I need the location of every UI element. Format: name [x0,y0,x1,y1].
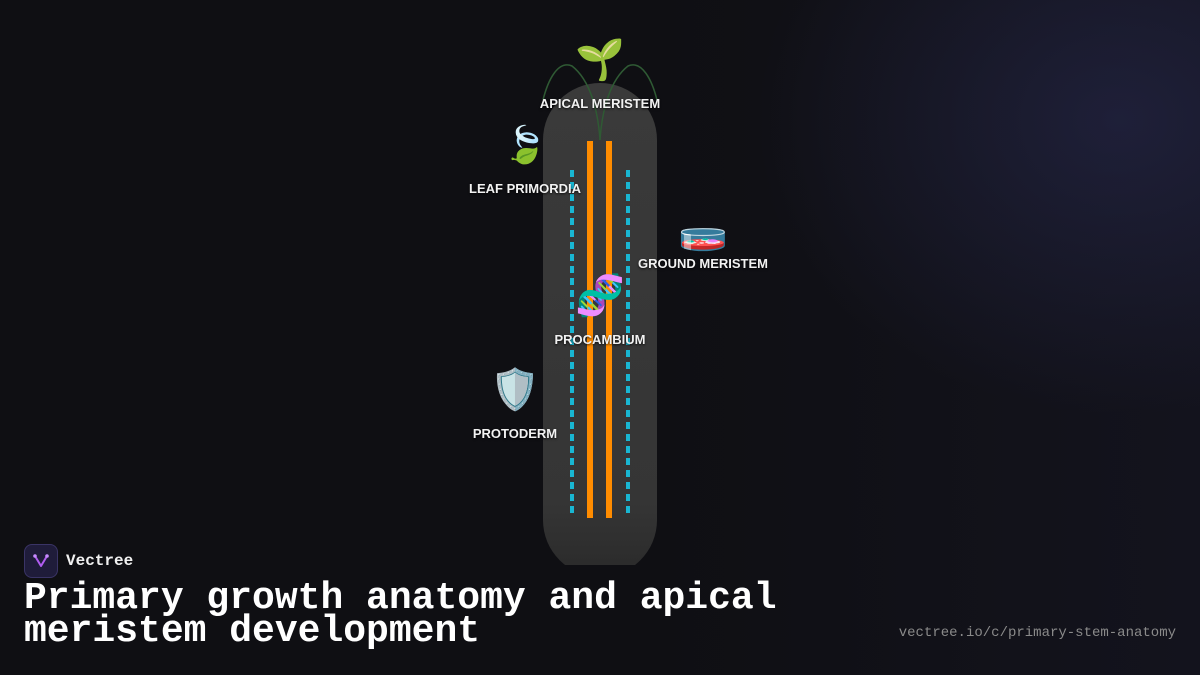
label-protoderm: PROTODERM [472,426,558,441]
page-title: Primary growth anatomy and apical merist… [24,577,777,653]
stem-body [543,83,657,577]
brand-name: Vectree [66,552,134,570]
shield-icon: 🛡️ [490,367,540,413]
label-ground-meristem: GROUND MERISTEM [638,256,768,271]
dna-icon: 🧬 [575,273,625,319]
label-leaf-primordia: LEAF PRIMORDIA [469,181,581,196]
label-apical-meristem: APICAL MERISTEM [539,96,661,111]
shoot-curve-right [599,64,658,141]
stem-bottom-cut [540,565,660,605]
vectree-logo-icon [24,544,58,578]
shoot-curve-left [542,64,601,141]
petri-dish-icon: 🧫 [678,207,728,253]
label-procambium: PROCAMBIUM [554,332,646,347]
brand: Vectree [24,544,133,578]
source-url: vectree.io/c/primary-stem-anatomy [898,625,1176,641]
leaf-icon: 🍃 [502,125,548,166]
sprout-icon: 🌱 [575,37,625,83]
